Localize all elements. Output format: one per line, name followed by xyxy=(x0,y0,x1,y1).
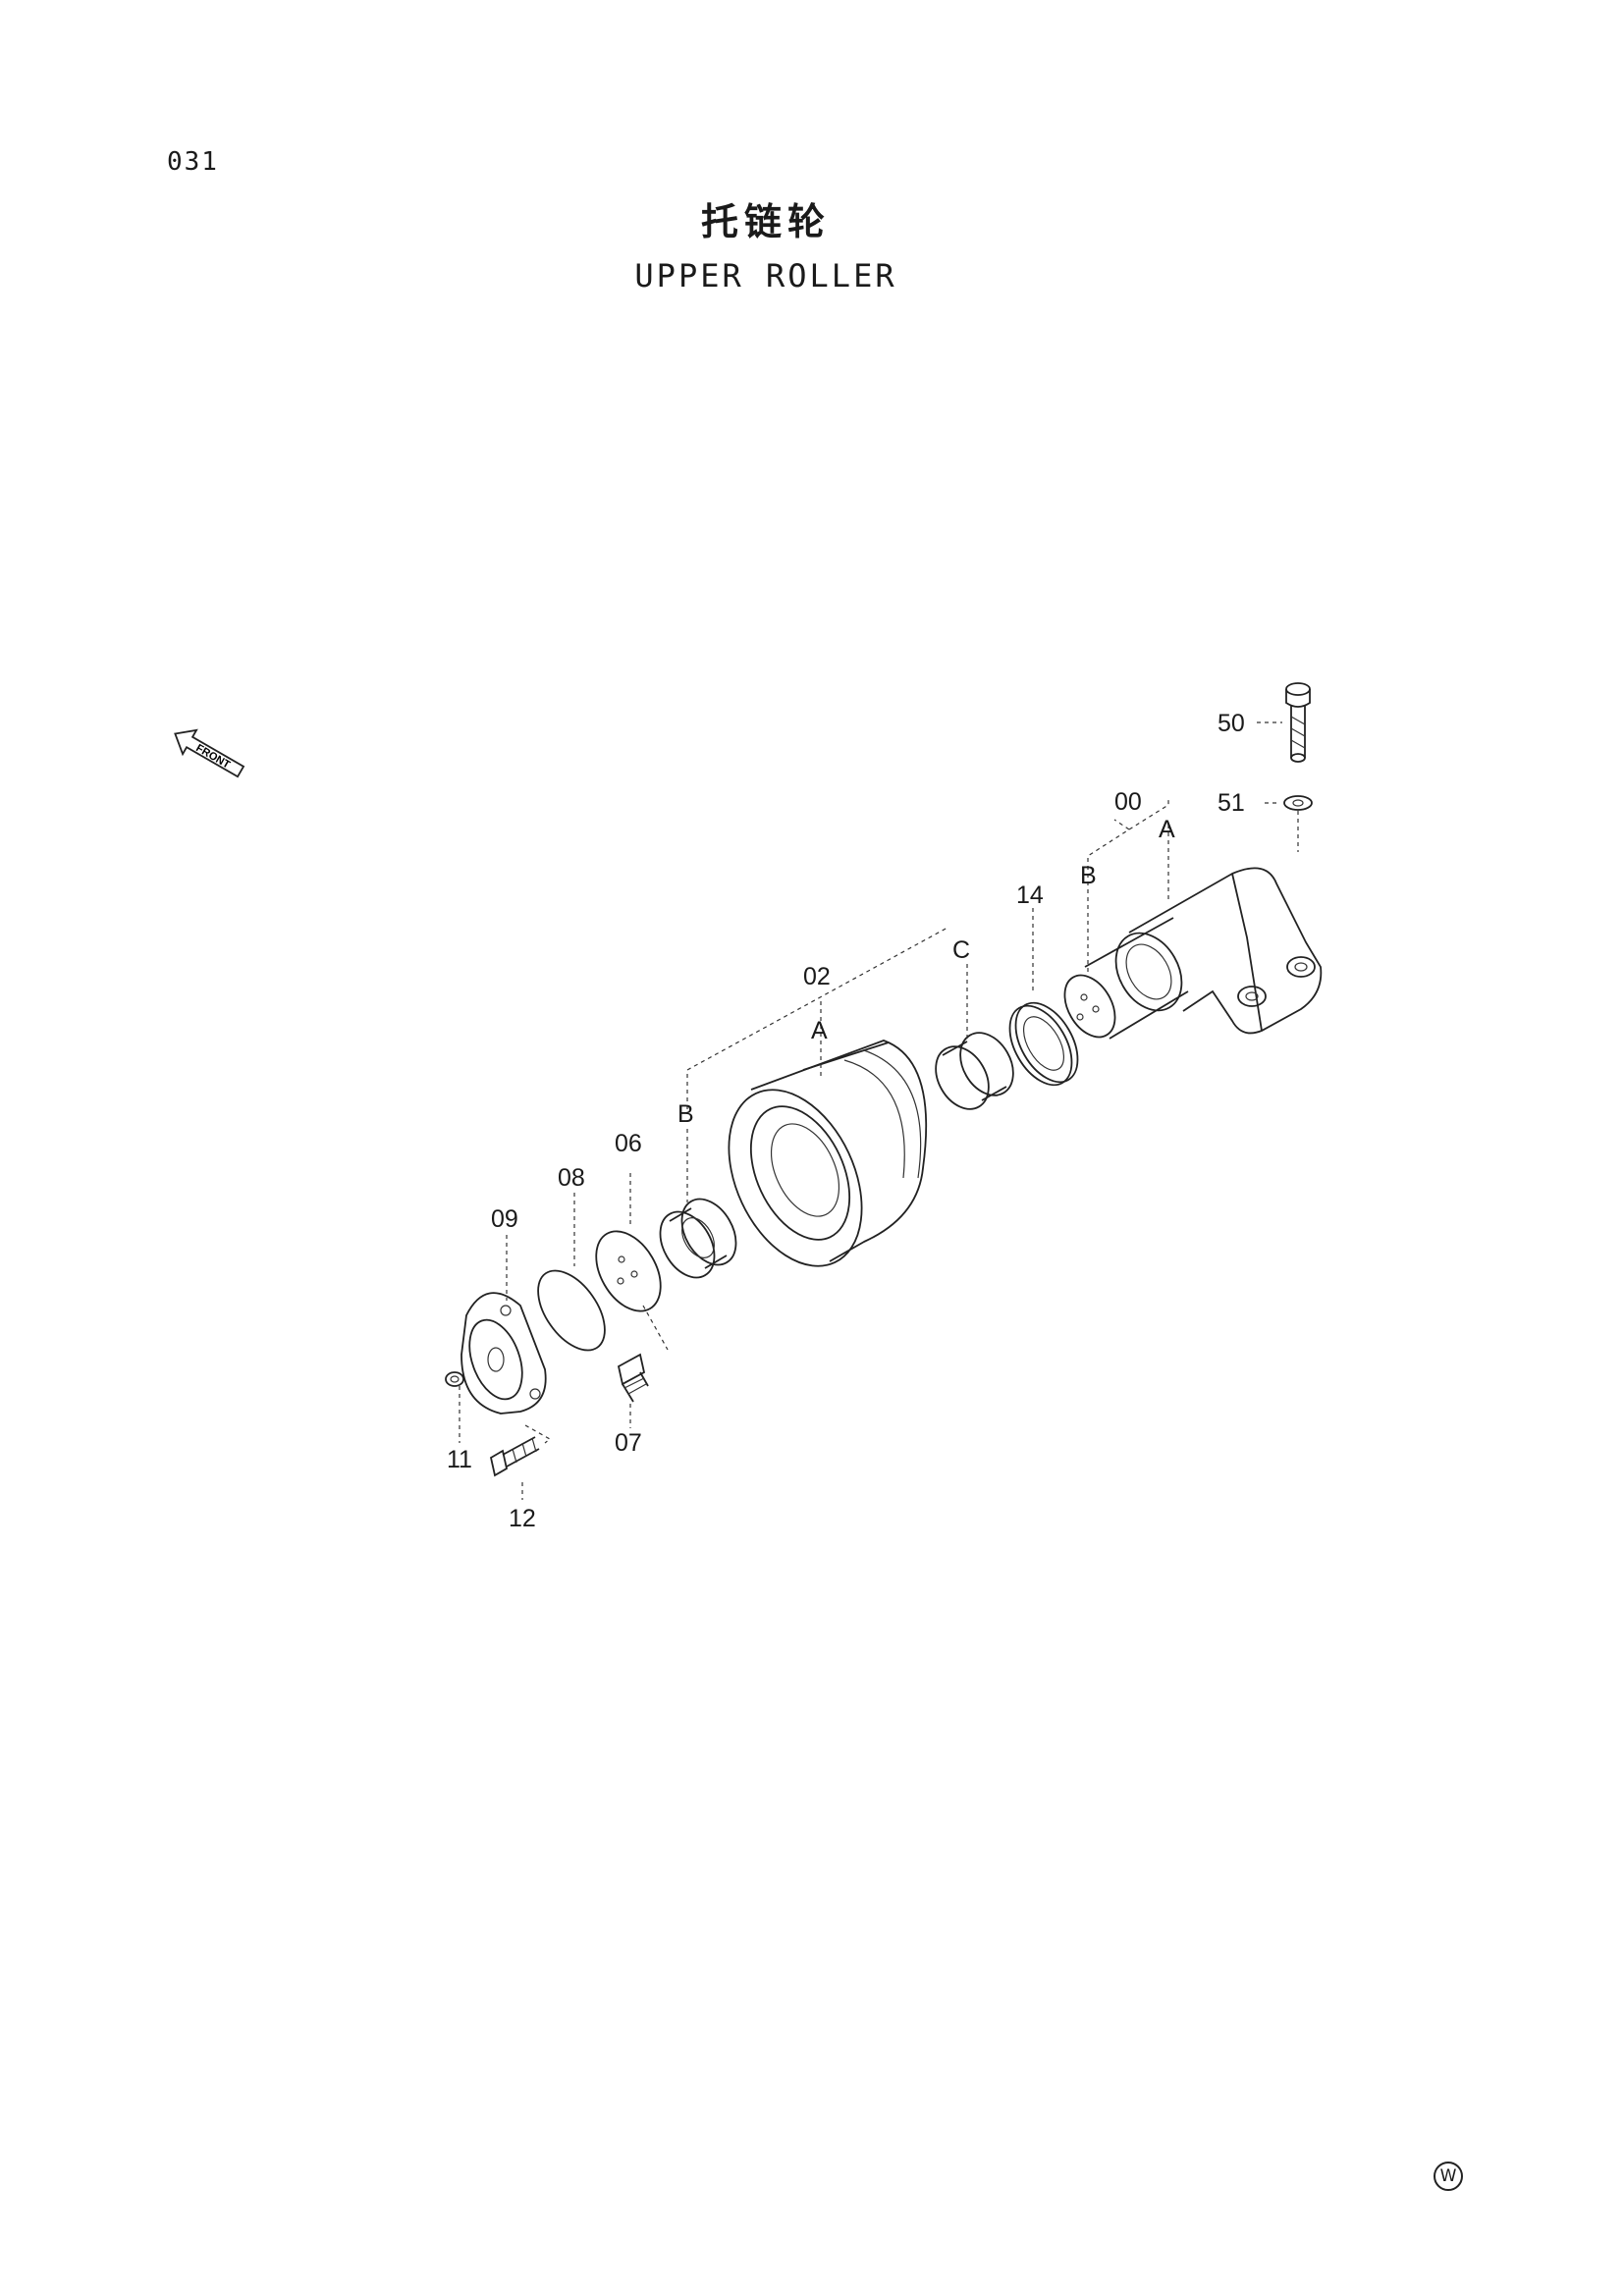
title-chinese: 托链轮 xyxy=(700,200,831,243)
washer-51 xyxy=(1283,795,1313,852)
callout-09: 09 xyxy=(491,1205,518,1233)
shaft-bracket-00 xyxy=(1063,867,1323,1040)
callout-07: 07 xyxy=(615,1429,642,1457)
bolt-50 xyxy=(1285,682,1311,763)
bushing-02c xyxy=(935,1032,1014,1110)
o-ring-08 xyxy=(537,1269,606,1352)
callout-12: 12 xyxy=(509,1505,536,1532)
front-arrow-label: FRONT xyxy=(193,742,232,771)
callout-02: 02 xyxy=(803,963,831,990)
callout-02-b: B xyxy=(677,1100,694,1128)
seal-14 xyxy=(1008,1001,1079,1087)
bolt-12 xyxy=(489,1436,540,1477)
callout-06: 06 xyxy=(615,1130,642,1157)
bushing-02b xyxy=(659,1198,737,1279)
plug-11 xyxy=(445,1371,464,1387)
callout-02-a: A xyxy=(811,1017,828,1044)
callout-50: 50 xyxy=(1218,710,1245,737)
front-arrow-icon: FRONT xyxy=(174,728,245,778)
callout-51: 51 xyxy=(1218,789,1245,817)
callout-00-a: A xyxy=(1159,816,1175,843)
bolt-07 xyxy=(617,1353,649,1403)
callout-02-c: C xyxy=(952,936,970,964)
roller-body-02a xyxy=(728,1040,928,1267)
callout-11: 11 xyxy=(447,1446,472,1473)
thrust-plate-06 xyxy=(595,1230,662,1312)
title-english: UPPER ROLLER xyxy=(634,257,897,294)
callout-14: 14 xyxy=(1016,881,1044,909)
cover-09 xyxy=(460,1292,547,1415)
callout-00-b: B xyxy=(1080,862,1097,889)
callout-00: 00 xyxy=(1114,788,1142,816)
corner-mark: W xyxy=(1434,2162,1463,2191)
callout-08: 08 xyxy=(558,1164,585,1192)
page-number: 031 xyxy=(167,147,219,177)
